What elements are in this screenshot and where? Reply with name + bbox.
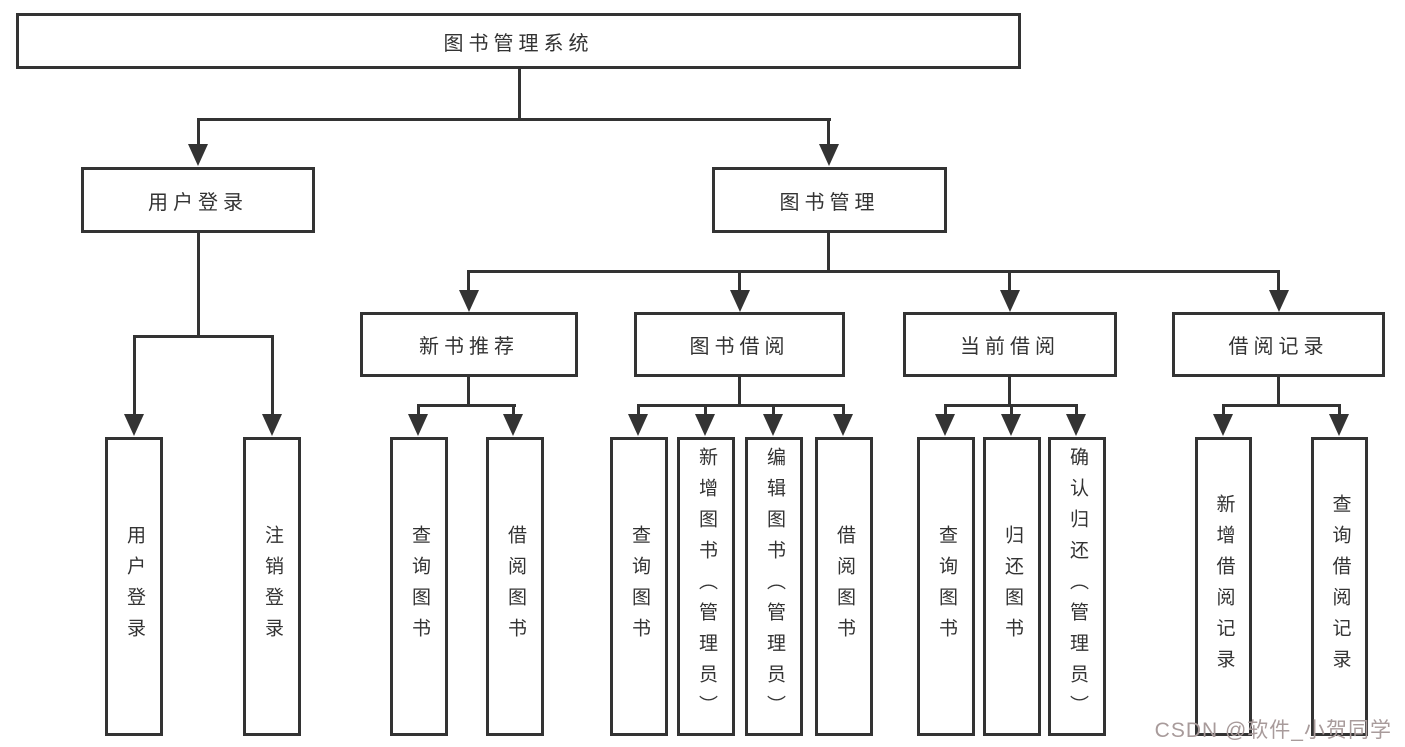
connector-line bbox=[1075, 404, 1078, 418]
arrow-down-icon bbox=[188, 144, 208, 166]
node-new-book-recommend: 新书推荐 bbox=[360, 312, 578, 377]
leaf-edit-book-admin: 编辑图书（管理员） bbox=[745, 437, 803, 736]
connector-line bbox=[704, 404, 707, 418]
leaf-borrow-books-recommend: 借阅图书 bbox=[486, 437, 544, 736]
connector-line bbox=[1222, 404, 1225, 418]
leaf-return-books: 归还图书 bbox=[983, 437, 1041, 736]
leaf-borrow-books-borrow: 借阅图书 bbox=[815, 437, 873, 736]
leaf-edit-book-admin-label: 编辑图书（管理员） bbox=[763, 447, 785, 726]
connector-line bbox=[772, 404, 775, 418]
leaf-add-book-admin: 新增图书（管理员） bbox=[677, 437, 735, 736]
node-system-root-label: 图书管理系统 bbox=[443, 32, 594, 55]
arrow-down-icon bbox=[503, 414, 523, 436]
node-new-book-recommend-label: 新书推荐 bbox=[419, 336, 519, 358]
connector-line bbox=[467, 270, 1280, 273]
leaf-query-books-borrow-label: 查询图书 bbox=[628, 524, 650, 649]
node-book-borrow-label: 图书借阅 bbox=[689, 336, 790, 358]
arrow-down-icon bbox=[1213, 414, 1233, 436]
node-current-borrow: 当前借阅 bbox=[903, 312, 1117, 377]
node-book-borrow: 图书借阅 bbox=[634, 312, 845, 377]
arrow-down-icon bbox=[1001, 414, 1021, 436]
connector-line bbox=[467, 270, 470, 298]
leaf-return-books-label: 归还图书 bbox=[1001, 524, 1023, 649]
arrow-down-icon bbox=[833, 414, 853, 436]
connector-line bbox=[1338, 404, 1341, 418]
connector-line bbox=[518, 68, 521, 118]
connector-line bbox=[738, 377, 741, 407]
connector-line bbox=[637, 404, 640, 418]
leaf-add-borrow-record-label: 新增借阅记录 bbox=[1213, 493, 1235, 680]
connector-line bbox=[637, 404, 845, 407]
node-borrow-records: 借阅记录 bbox=[1172, 312, 1385, 377]
arrow-down-icon bbox=[459, 290, 479, 312]
leaf-logout: 注销登录 bbox=[243, 437, 301, 736]
leaf-borrow-books-borrow-label: 借阅图书 bbox=[833, 524, 855, 649]
connector-line bbox=[1008, 270, 1011, 298]
connector-line bbox=[271, 335, 274, 420]
node-borrow-records-label: 借阅记录 bbox=[1228, 336, 1329, 358]
node-book-management-label: 图书管理 bbox=[779, 191, 880, 214]
arrow-down-icon bbox=[819, 144, 839, 166]
leaf-user-login: 用户登录 bbox=[105, 437, 163, 736]
connector-line bbox=[738, 270, 741, 298]
arrow-down-icon bbox=[408, 414, 428, 436]
connector-line bbox=[842, 404, 845, 418]
connector-line bbox=[467, 377, 470, 407]
connector-line bbox=[1010, 404, 1013, 418]
arrow-down-icon bbox=[262, 414, 282, 436]
leaf-query-books-current: 查询图书 bbox=[917, 437, 975, 736]
leaf-confirm-return-admin: 确认归还（管理员） bbox=[1048, 437, 1106, 736]
connector-line bbox=[197, 118, 200, 150]
node-book-management: 图书管理 bbox=[712, 167, 947, 233]
node-system-root: 图书管理系统 bbox=[16, 13, 1021, 69]
leaf-add-book-admin-label: 新增图书（管理员） bbox=[695, 447, 717, 726]
leaf-confirm-return-admin-label: 确认归还（管理员） bbox=[1066, 447, 1088, 726]
arrow-down-icon bbox=[695, 414, 715, 436]
leaf-query-books-recommend-label: 查询图书 bbox=[408, 524, 430, 649]
csdn-watermark: CSDN @软件_小贺同学 bbox=[1154, 719, 1392, 742]
arrow-down-icon bbox=[1329, 414, 1349, 436]
connector-line bbox=[198, 118, 831, 121]
connector-line bbox=[1222, 404, 1341, 407]
arrow-down-icon bbox=[1000, 290, 1020, 312]
leaf-logout-label: 注销登录 bbox=[261, 524, 283, 649]
connector-line bbox=[417, 404, 516, 407]
leaf-add-borrow-record: 新增借阅记录 bbox=[1195, 437, 1252, 736]
arrow-down-icon bbox=[1269, 290, 1289, 312]
leaf-query-books-recommend: 查询图书 bbox=[390, 437, 448, 736]
node-user-login: 用户登录 bbox=[81, 167, 315, 233]
leaf-borrow-books-recommend-label: 借阅图书 bbox=[504, 524, 526, 649]
connector-line bbox=[944, 404, 947, 418]
node-user-login-label: 用户登录 bbox=[148, 191, 248, 214]
arrow-down-icon bbox=[730, 290, 750, 312]
connector-line bbox=[827, 233, 830, 273]
leaf-user-login-label: 用户登录 bbox=[123, 524, 145, 649]
node-current-borrow-label: 当前借阅 bbox=[960, 336, 1060, 358]
arrow-down-icon bbox=[628, 414, 648, 436]
connector-line bbox=[417, 404, 420, 418]
arrow-down-icon bbox=[1066, 414, 1086, 436]
arrow-down-icon bbox=[935, 414, 955, 436]
connector-line bbox=[512, 404, 515, 418]
connector-line bbox=[1277, 270, 1280, 298]
arrow-down-icon bbox=[124, 414, 144, 436]
connector-line bbox=[133, 335, 136, 420]
leaf-query-books-borrow: 查询图书 bbox=[610, 437, 668, 736]
leaf-query-borrow-record-label: 查询借阅记录 bbox=[1329, 493, 1351, 680]
leaf-query-borrow-record: 查询借阅记录 bbox=[1311, 437, 1368, 736]
connector-line bbox=[1277, 377, 1280, 407]
connector-line bbox=[197, 233, 200, 338]
connector-line bbox=[1008, 377, 1011, 407]
connector-line bbox=[133, 335, 274, 338]
arrow-down-icon bbox=[763, 414, 783, 436]
connector-line bbox=[827, 118, 830, 150]
leaf-query-books-current-label: 查询图书 bbox=[935, 524, 957, 649]
